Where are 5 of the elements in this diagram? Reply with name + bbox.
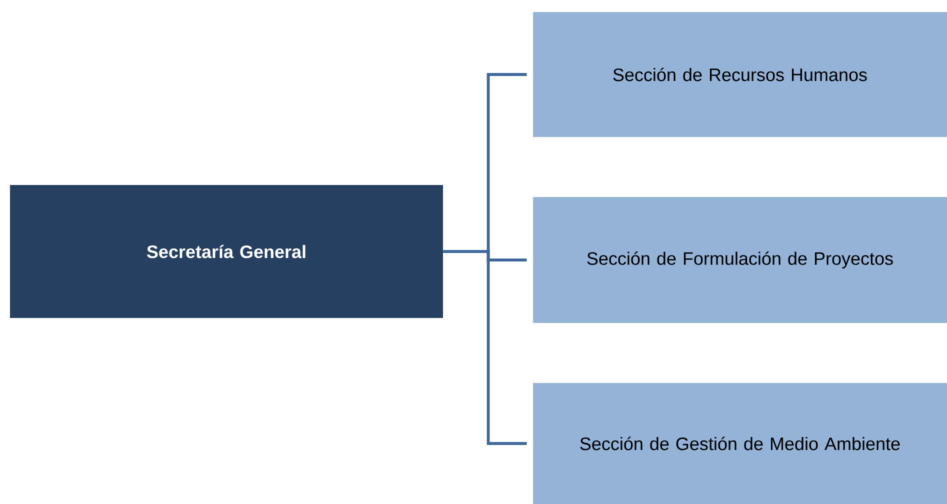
org-box: Sección de Recursos Humanos bbox=[533, 12, 947, 137]
connector-line bbox=[443, 250, 527, 445]
org-box: Secretaría General bbox=[10, 185, 443, 318]
org-box: Sección de Formulación de Proyectos bbox=[533, 197, 947, 323]
org-box: Sección de Gestión de Medio Ambiente bbox=[533, 383, 947, 504]
